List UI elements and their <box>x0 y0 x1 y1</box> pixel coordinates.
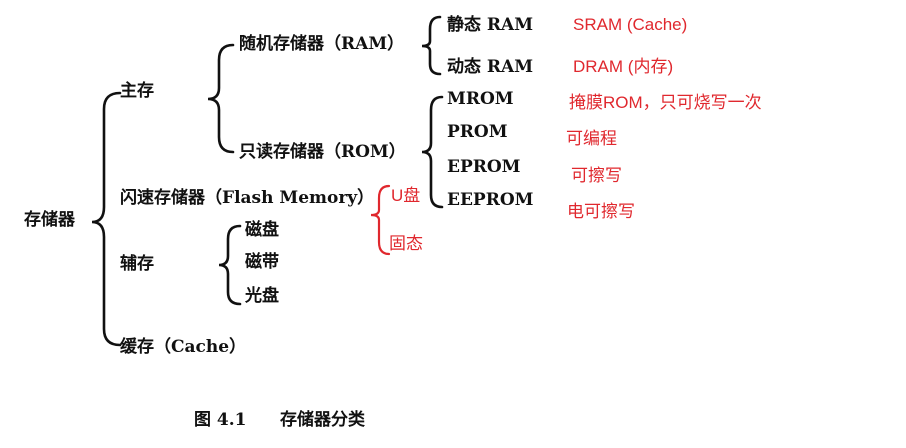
brace-flash-notes <box>370 184 391 256</box>
figure-title: 存储器分类 <box>280 410 365 430</box>
node-root: 存储器 <box>24 210 75 230</box>
node-aux: 辅存 <box>120 254 154 274</box>
note-flash-ssd: 固态 <box>389 234 423 253</box>
brace-root <box>91 91 122 347</box>
brace-main <box>207 43 235 154</box>
note-eeprom: 电可擦写 <box>567 202 635 221</box>
node-flash: 闪速存储器（Flash Memory） <box>120 188 375 208</box>
node-main-memory: 主存 <box>120 81 154 101</box>
node-rom: 只读存储器（ROM） <box>239 142 406 162</box>
node-disk: 磁盘 <box>245 220 279 240</box>
brace-rom <box>421 95 444 209</box>
node-dram: 动态 RAM <box>447 57 534 77</box>
node-optical: 光盘 <box>245 286 279 306</box>
note-flash-usb: U盘 <box>391 186 421 205</box>
note-eprom: 可擦写 <box>571 166 622 185</box>
node-cache: 缓存（Cache） <box>120 337 247 357</box>
node-ram: 随机存储器（RAM） <box>239 34 405 54</box>
node-prom: PROM <box>447 122 508 142</box>
node-eeprom: EEPROM <box>447 190 534 210</box>
node-mrom: MROM <box>447 89 514 109</box>
note-sram: SRAM (Cache) <box>573 15 688 34</box>
figure-number: 图 4.1 <box>194 410 247 430</box>
node-tape: 磁带 <box>245 252 279 272</box>
brace-aux <box>218 224 242 306</box>
note-mrom: 掩膜ROM，只可烧写一次 <box>569 93 762 112</box>
note-prom: 可编程 <box>566 129 617 148</box>
note-dram: DRAM (内存) <box>573 57 674 76</box>
node-eprom: EPROM <box>447 157 521 177</box>
node-sram: 静态 RAM <box>447 15 534 35</box>
brace-ram <box>421 15 442 76</box>
